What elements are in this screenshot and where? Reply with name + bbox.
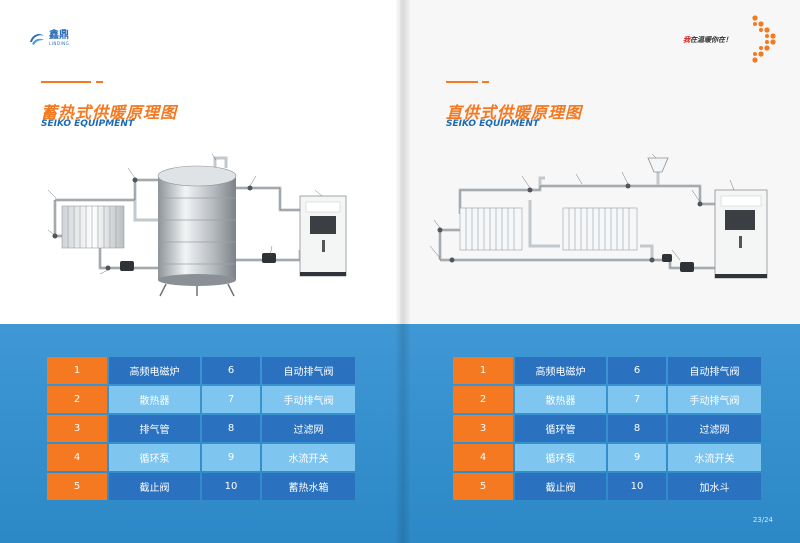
logo-text: 鑫鼎 LINDING	[49, 30, 70, 47]
legend-label: 水流开关	[262, 444, 355, 471]
legend-num: 2	[453, 386, 513, 413]
legend-num: 5	[47, 473, 107, 500]
legend-row: 4 循环泵 9 水流开关	[453, 444, 761, 471]
legend-label: 循环泵	[515, 444, 606, 471]
legend-label: 散热器	[515, 386, 606, 413]
title-decoration-line	[41, 81, 91, 83]
legend-num: 7	[202, 386, 260, 413]
legend-label: 自动排气阀	[668, 357, 761, 384]
water-funnel-icon	[647, 157, 669, 173]
legend-row: 2 散热器 7 手动排气阀	[47, 386, 355, 413]
electromagnetic-boiler-icon	[299, 195, 347, 277]
legend-label: 水流开关	[668, 444, 761, 471]
legend-label: 高频电磁炉	[515, 357, 606, 384]
diagram-title-cn: 蓄热式供暖原理图	[41, 103, 178, 122]
legend-num: 2	[47, 386, 107, 413]
legend-num: 1	[453, 357, 513, 384]
book-spine-shadow	[396, 0, 410, 543]
legend-num: 9	[202, 444, 260, 471]
slogan-prefix: 我	[683, 35, 690, 44]
legend-label: 过滤网	[262, 415, 355, 442]
brand-logo: 鑫鼎 LINDING	[28, 31, 69, 46]
legend-num: 4	[47, 444, 107, 471]
legend-num: 7	[608, 386, 666, 413]
legend-num: 10	[608, 473, 666, 500]
legend-row: 1 高频电磁炉 6 自动排气阀	[47, 357, 355, 384]
legend-row: 2 散热器 7 手动排气阀	[453, 386, 761, 413]
water-tank-icon	[157, 165, 237, 297]
electromagnetic-boiler-icon	[714, 189, 768, 279]
legend-row: 5 截止阀 10 蓄热水箱	[47, 473, 355, 500]
legend-num: 4	[453, 444, 513, 471]
legend-label: 自动排气阀	[262, 357, 355, 384]
legend-num: 3	[453, 415, 513, 442]
legend-row: 4 循环泵 9 水流开关	[47, 444, 355, 471]
legend-row: 5 截止阀 10 加水斗	[453, 473, 761, 500]
legend-num: 6	[202, 357, 260, 384]
direct-heating-diagram	[429, 153, 768, 279]
legend-label: 手动排气阀	[668, 386, 761, 413]
legend-row: 1 高频电磁炉 6 自动排气阀	[453, 357, 761, 384]
left-page: 鑫鼎 LINDING 蓄热式供暖原理图 SEIKO EQUIPMENT	[0, 0, 400, 543]
logo-name-cn: 鑫鼎	[49, 30, 69, 41]
slogan: 我在温暖你在！	[683, 35, 732, 45]
legend-num: 1	[47, 357, 107, 384]
logo-name-en: LINDING	[49, 41, 70, 46]
diagram-title-cn: 直供式供暖原理图	[446, 103, 583, 122]
legend-num: 8	[608, 415, 666, 442]
title-decoration-dash	[96, 81, 103, 83]
title-decoration-dash	[482, 81, 489, 83]
chevron-arrow-icon	[752, 15, 776, 63]
legend-num: 10	[202, 473, 260, 500]
legend-label: 截止阀	[109, 473, 200, 500]
legend-label: 排气管	[109, 415, 200, 442]
legend-table: 1 高频电磁炉 6 自动排气阀 2 散热器 7 手动排气阀 3 循环管 8 过滤…	[451, 355, 763, 502]
valve-icon	[437, 183, 703, 263]
legend-num: 6	[608, 357, 666, 384]
slogan-text: 在温暖你在！	[690, 35, 732, 44]
legend-row: 3 循环管 8 过滤网	[453, 415, 761, 442]
legend-label: 手动排气阀	[262, 386, 355, 413]
legend-table: 1 高频电磁炉 6 自动排气阀 2 散热器 7 手动排气阀 3 排气管 8 过滤…	[45, 355, 357, 502]
radiator-icon	[562, 207, 638, 251]
radiator-icon	[459, 207, 523, 251]
storage-heating-diagram	[47, 153, 347, 297]
legend-label: 蓄热水箱	[262, 473, 355, 500]
legend-label: 循环管	[515, 415, 606, 442]
legend-label: 过滤网	[668, 415, 761, 442]
logo-mark-icon	[30, 33, 44, 45]
diagram-title-en: SEIKO EQUIPMENT	[41, 119, 134, 129]
legend-num: 5	[453, 473, 513, 500]
legend-label: 循环泵	[109, 444, 200, 471]
legend-label: 截止阀	[515, 473, 606, 500]
legend-row: 3 排气管 8 过滤网	[47, 415, 355, 442]
title-decoration-line	[446, 81, 478, 83]
page-number: 23/24	[752, 516, 773, 524]
legend-label: 加水斗	[668, 473, 761, 500]
legend-num: 9	[608, 444, 666, 471]
right-page: 我在温暖你在！ 直供式供暖原理图 SEIKO EQUIPMENT	[400, 0, 800, 543]
pump-icon	[662, 254, 694, 272]
radiator-icon	[61, 205, 125, 249]
legend-num: 3	[47, 415, 107, 442]
diagram-title-en: SEIKO EQUIPMENT	[446, 119, 539, 129]
legend-label: 散热器	[109, 386, 200, 413]
legend-label: 高频电磁炉	[109, 357, 200, 384]
pump-icon	[120, 253, 276, 271]
legend-num: 8	[202, 415, 260, 442]
